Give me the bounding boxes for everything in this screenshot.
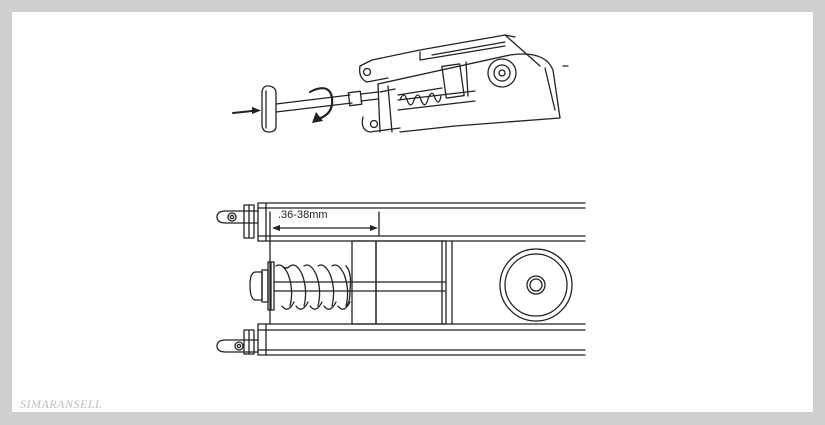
diagram-panel [12,12,813,412]
adjuster-knob [261,85,277,133]
upper-mount-ear [216,204,259,239]
rotate-arrow-icon [309,87,334,123]
dimension-label: .36-38mm [278,209,328,221]
adjuster-rod [275,90,379,113]
pulley-wheel [487,58,517,88]
tensioner-housing [359,34,569,133]
bottom-illustration [216,202,586,356]
slider-block [351,240,453,325]
lower-rail [257,323,586,356]
dimension-marker [269,211,380,325]
watermark-text: SIMARANSELL [20,397,103,411]
tension-spring [249,261,446,311]
pulley-wheel-side [499,248,573,322]
push-arrow-icon [232,107,261,114]
lower-mount-ear [216,329,259,355]
top-illustration [232,34,569,133]
